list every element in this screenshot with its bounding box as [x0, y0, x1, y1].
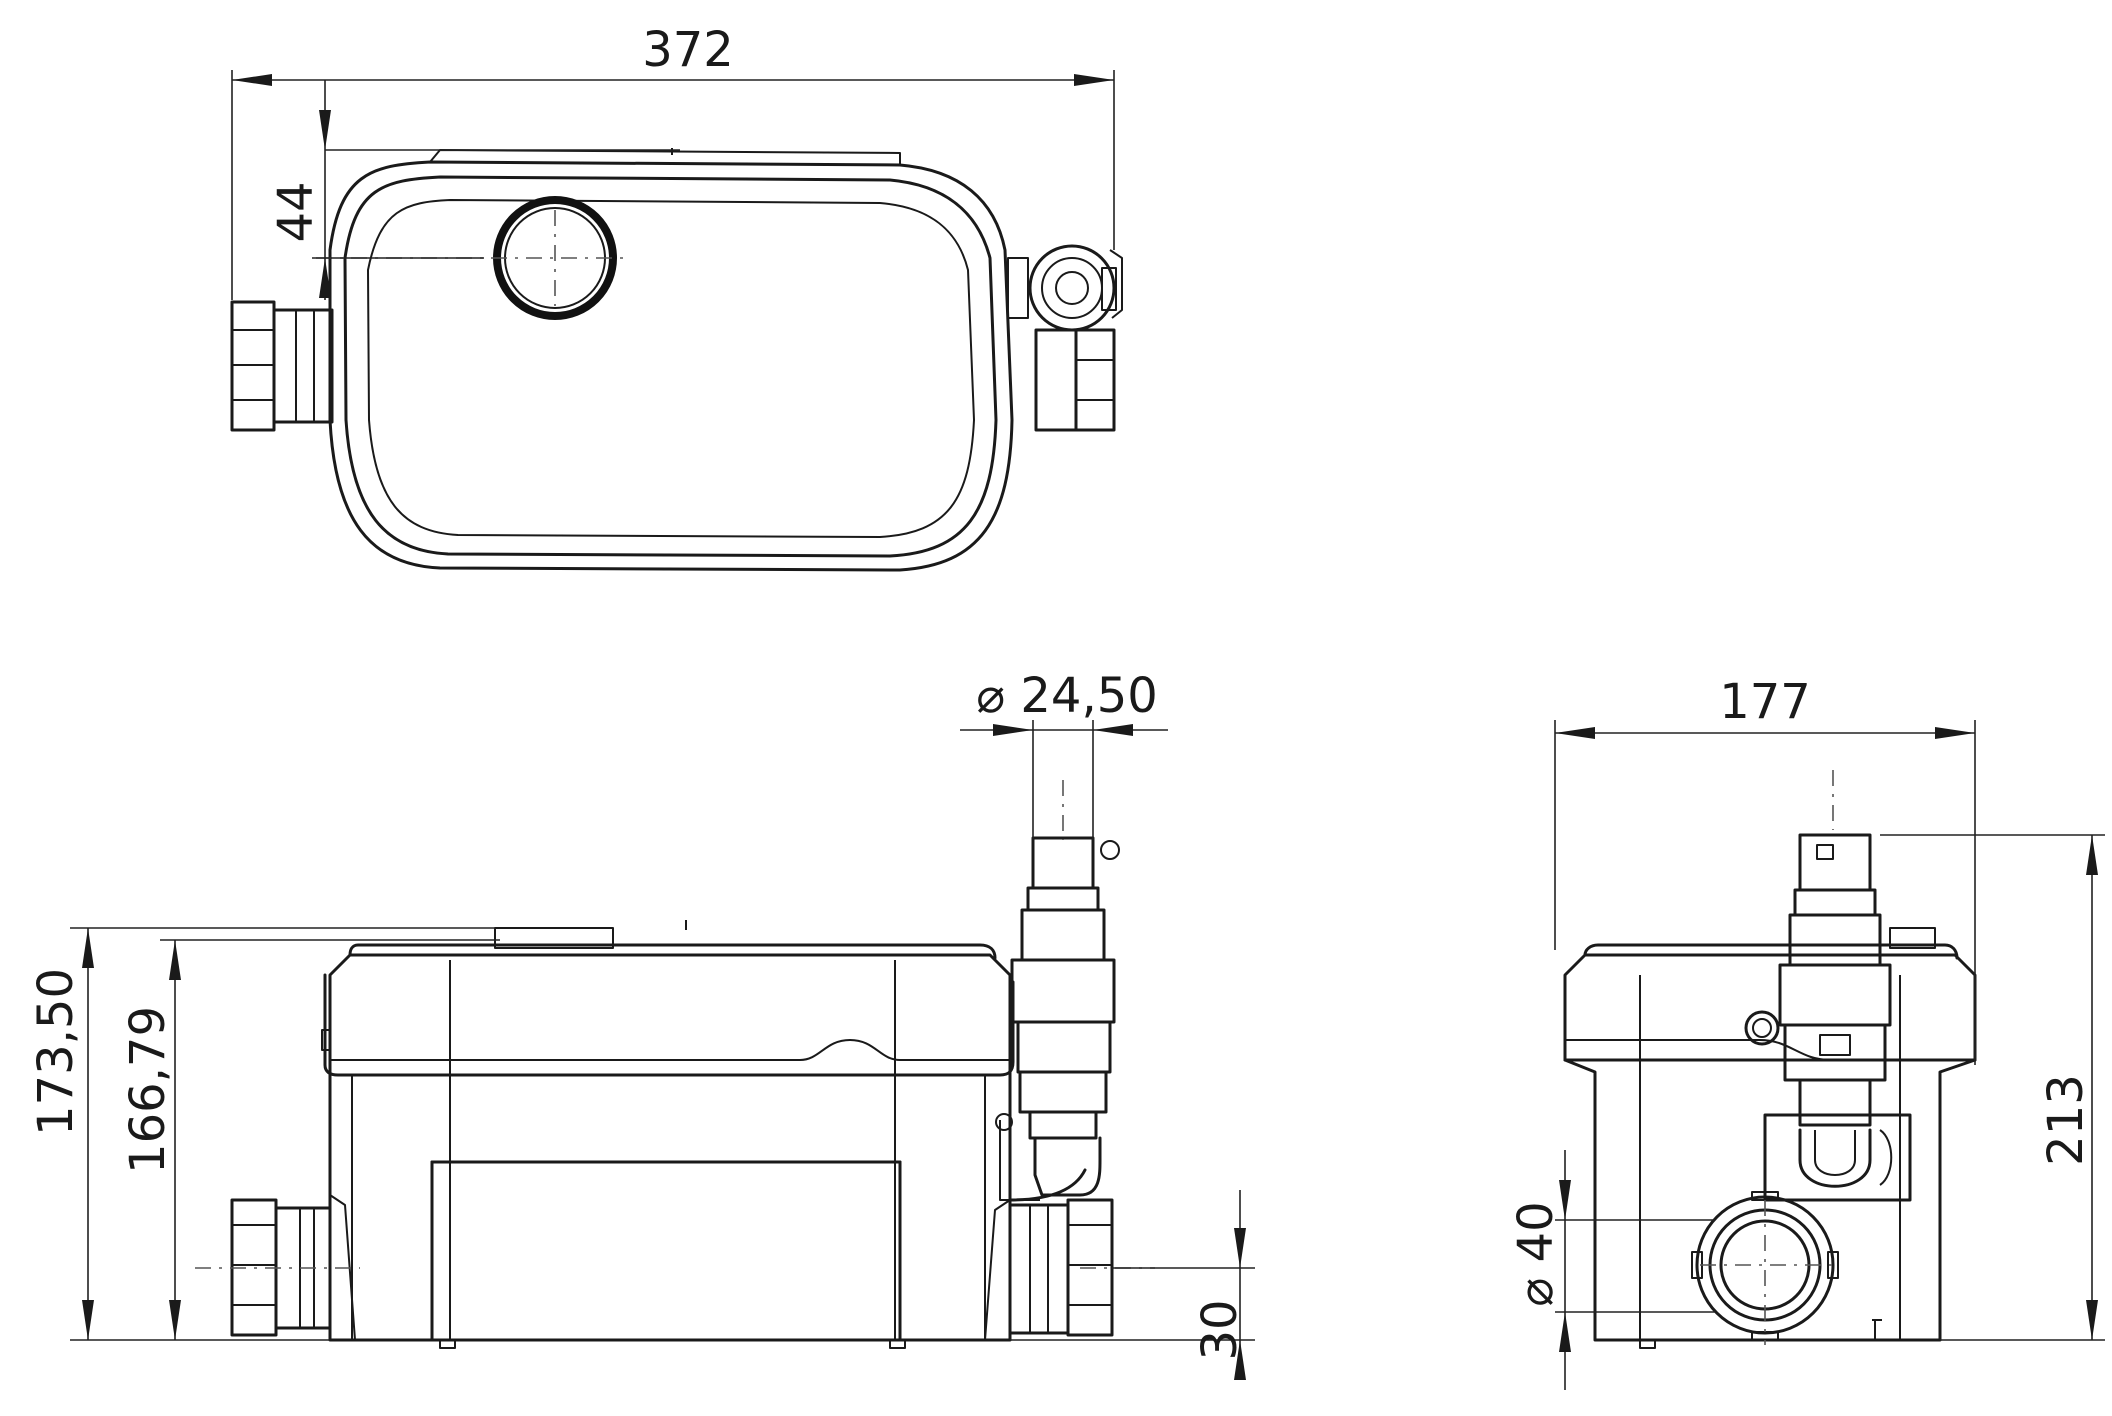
side-width-label: 177 — [1719, 674, 1811, 730]
overall-height-label: 173,50 — [28, 968, 84, 1136]
side-outlet-pipe — [1763, 833, 1912, 1202]
right-outlet-top — [1007, 244, 1123, 432]
outlet-diameter-label: ⌀ 24,50 — [976, 668, 1158, 724]
side-view — [1563, 770, 1977, 1349]
dim-top-inlet-offset: 44 — [268, 80, 680, 300]
dim-overall-height: 173,50 — [28, 927, 495, 1341]
dim-lid-height: 166,79 — [120, 939, 500, 1340]
dim-outlet-diameter: ⌀ 24,50 — [960, 668, 1168, 840]
inlet-height-label: 30 — [1192, 1299, 1248, 1360]
dim-side-height: 213 — [1880, 834, 2105, 1341]
dim-side-width: 177 — [1554, 674, 1976, 1065]
top-width-label: 372 — [642, 22, 734, 78]
dim-top-width: 372 — [231, 22, 1115, 300]
dim-inlet-height: 30 — [1010, 1190, 1255, 1380]
front-right-inlet — [984, 1198, 1114, 1341]
side-height-label: 213 — [2038, 1074, 2094, 1166]
inlet-diameter-label: ⌀ 40 — [1508, 1201, 1564, 1306]
top-view — [230, 148, 1123, 572]
top-inlet-offset-label: 44 — [268, 181, 324, 242]
dim-inlet-diameter: ⌀ 40 — [1508, 1150, 1715, 1390]
lid-height-label: 166,79 — [120, 1006, 176, 1174]
front-view — [195, 780, 1155, 1349]
left-inlet-top — [230, 300, 334, 432]
front-outlet-pipe — [995, 836, 1120, 1202]
